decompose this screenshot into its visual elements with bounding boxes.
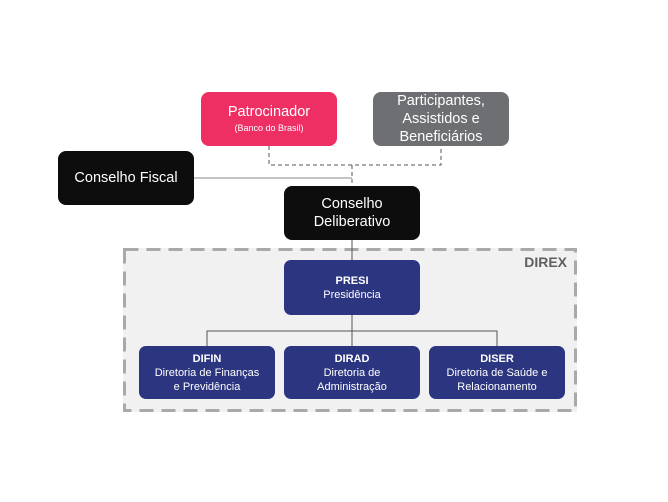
diser-box: DISER Diretoria de Saúde e Relacionament… xyxy=(429,346,565,399)
difin-box: DIFIN Diretoria de Finanças e Previdênci… xyxy=(139,346,275,399)
participantes-line-2: Assistidos e xyxy=(402,111,480,127)
difin-name-line-2: e Previdência xyxy=(173,380,241,393)
participantes-line-3: Beneficiários xyxy=(399,129,483,145)
participantes-box: Participantes, Assistidos e Beneficiário… xyxy=(373,92,509,146)
dirad-name-line-1: Diretoria de xyxy=(323,366,381,379)
diser-name-line-1: Diretoria de Saúde e xyxy=(446,366,548,379)
direx-dashed-border xyxy=(123,248,577,412)
presi-name: Presidência xyxy=(323,288,381,301)
conselho-deliberativo-line-2: Deliberativo xyxy=(313,214,391,230)
conselho-fiscal-box: Conselho Fiscal xyxy=(58,151,194,205)
patrocinador-box: Patrocinador (Banco do Brasil) xyxy=(201,92,337,146)
conselho-fiscal-title: Conselho Fiscal xyxy=(74,170,178,186)
direx-label: DIREX xyxy=(524,254,567,270)
presi-code: PRESI xyxy=(335,274,369,287)
conselho-deliberativo-box: Conselho Deliberativo xyxy=(284,186,420,240)
dirad-code: DIRAD xyxy=(334,352,370,365)
dashed-connector-patrocinador xyxy=(268,146,442,166)
connector-directorates xyxy=(206,330,498,346)
dirad-name-line-2: Administração xyxy=(317,380,387,393)
diser-code: DISER xyxy=(480,352,514,365)
presi-box: PRESI Presidência xyxy=(284,260,420,315)
diser-name-line-2: Relacionamento xyxy=(457,380,537,393)
patrocinador-title: Patrocinador xyxy=(227,104,311,120)
difin-name-line-1: Diretoria de Finanças xyxy=(154,366,260,379)
participantes-line-1: Participantes, xyxy=(397,93,485,109)
patrocinador-subtitle: (Banco do Brasil) xyxy=(234,123,304,133)
conselho-deliberativo-line-1: Conselho xyxy=(321,196,383,212)
dirad-box: DIRAD Diretoria de Administração xyxy=(284,346,420,399)
difin-code: DIFIN xyxy=(192,352,222,365)
